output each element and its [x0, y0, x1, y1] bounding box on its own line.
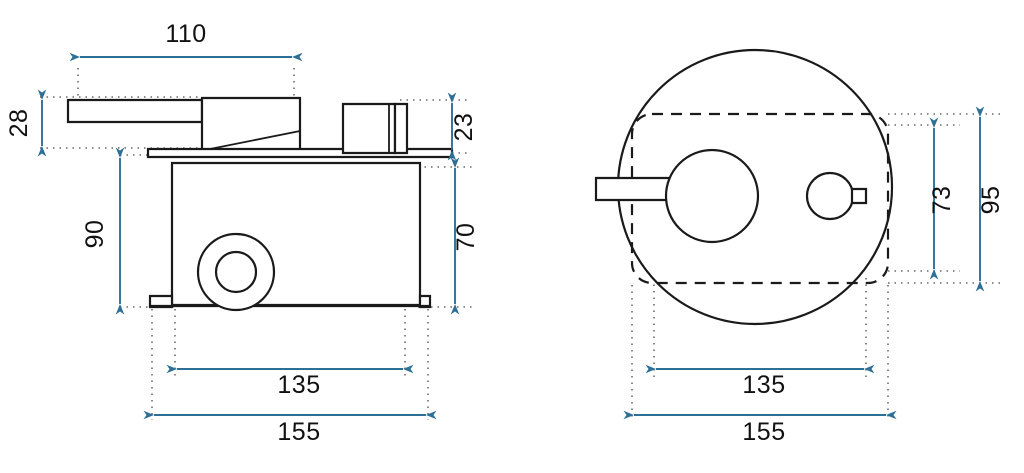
dimension-110: 110: [69, 20, 303, 62]
dimension-90-label: 90: [81, 220, 109, 249]
dimension-135-side-label: 135: [277, 371, 320, 399]
lever-bevel-line: [204, 130, 301, 151]
dimension-23-label: 23: [450, 113, 478, 142]
outlet-circle-inner: [214, 250, 258, 294]
lever-block: [200, 96, 302, 154]
dimension-155-side: 155: [143, 410, 437, 446]
control-knob-cap: [393, 102, 409, 155]
dimension-135-plan: 135: [645, 364, 875, 399]
dimension-70-label: 70: [452, 223, 480, 252]
lever-handle-bar: [66, 98, 204, 124]
dimension-135-side: 135: [166, 364, 414, 399]
dimension-28-label: 28: [5, 109, 33, 138]
control-knob-box: [341, 102, 397, 155]
dimension-95: 95: [975, 106, 1005, 292]
dimension-70: 70: [450, 157, 480, 315]
dimension-28: 28: [5, 89, 47, 157]
dimension-73-label: 73: [928, 186, 956, 215]
dimension-95-label: 95: [977, 186, 1005, 215]
dimension-155-plan: 155: [623, 410, 897, 446]
plan-large-control-circle: [664, 148, 760, 244]
dimension-135-plan-label: 135: [742, 371, 785, 399]
plan-extension-lines: [631, 113, 1000, 420]
dimension-23: 23: [447, 92, 478, 161]
plan-small-knob-circle: [805, 171, 855, 221]
dimension-73: 73: [928, 117, 956, 280]
plan-knob-tab: [850, 187, 868, 205]
side-elevation-view: 110 28 23 90 70: [5, 20, 480, 446]
plan-hidden-body-rect: [630, 112, 890, 285]
dimension-155-plan-label: 155: [742, 418, 785, 446]
dimension-110-label: 110: [165, 20, 206, 48]
dimension-155-side-label: 155: [277, 418, 320, 446]
dimension-90: 90: [81, 147, 125, 315]
plan-view: 73 95 135 155: [594, 48, 1005, 446]
